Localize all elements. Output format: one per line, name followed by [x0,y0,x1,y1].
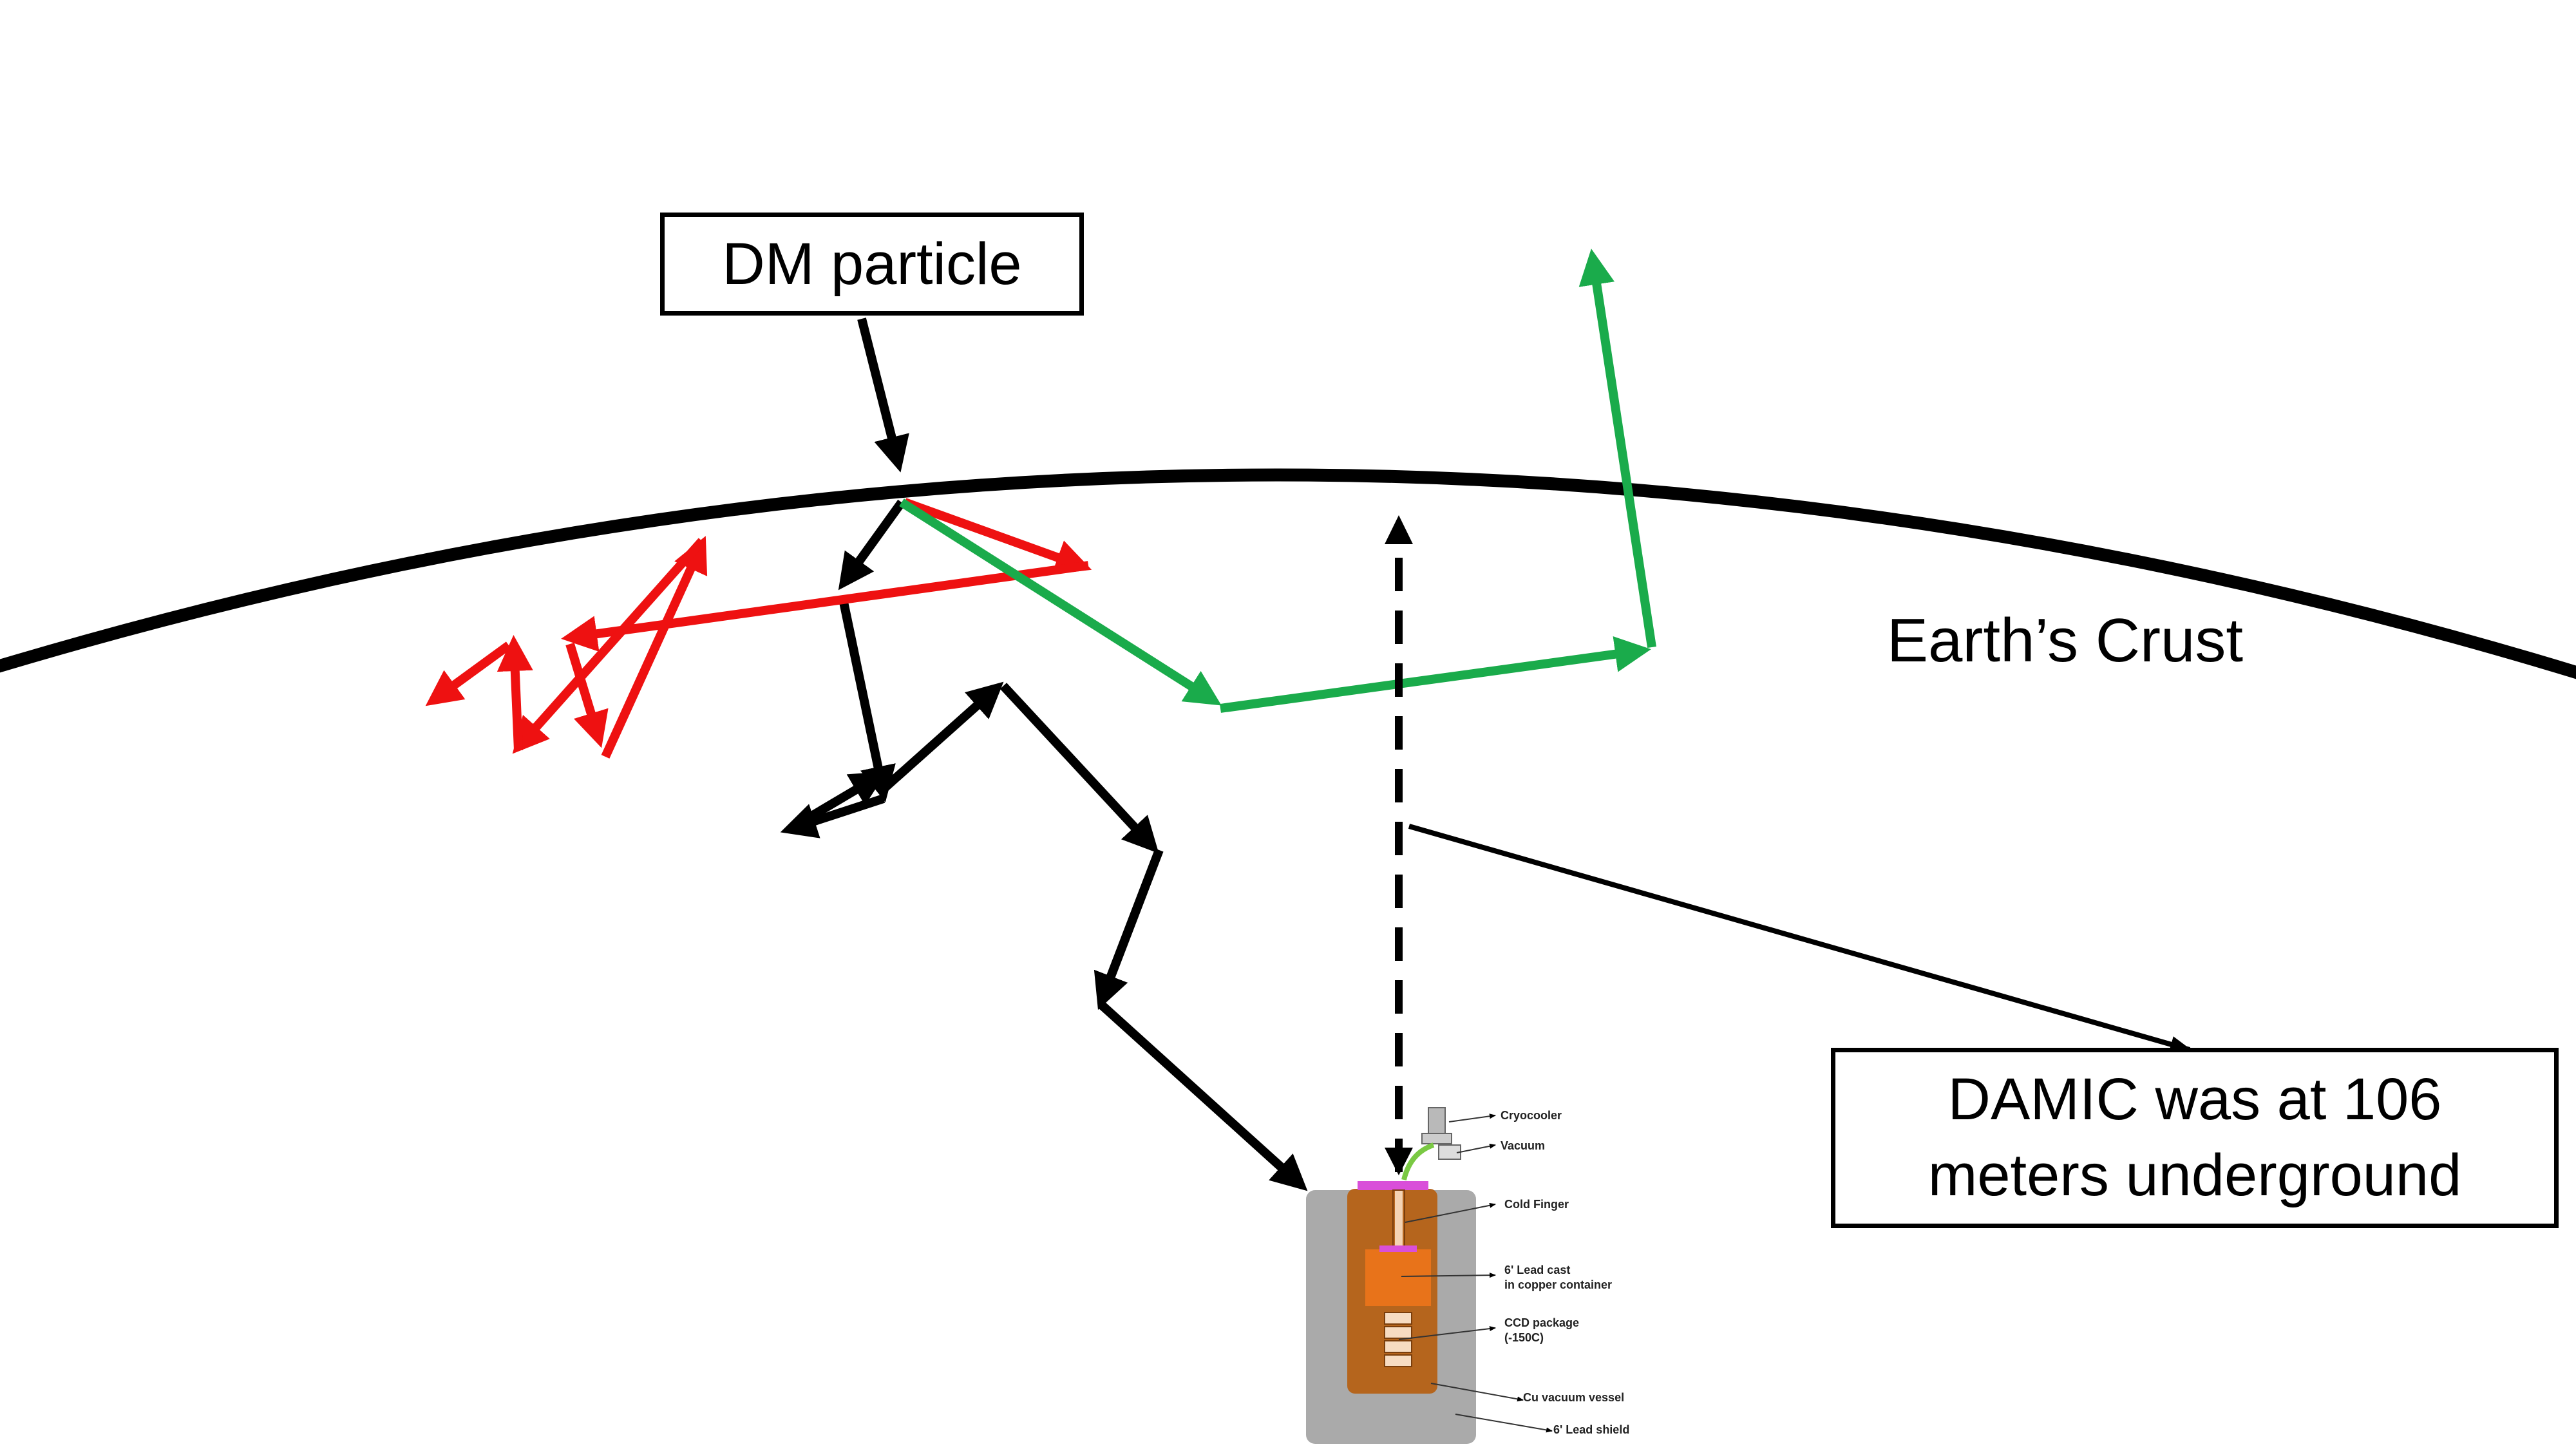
lead-cast-top-flange [1379,1245,1417,1252]
dm-particle-label: DM particle [660,213,1084,316]
damic-detector: Cryocooler Vacuum Cold Finger 6' Lead ca… [1306,1107,1629,1444]
label-vacuum: Vacuum [1501,1139,1545,1152]
label-ccd-temp: (-150C) [1504,1331,1544,1344]
dm-particle-text: DM particle [722,231,1022,297]
label-cryocooler: Cryocooler [1501,1109,1562,1122]
lead-cast [1365,1249,1431,1306]
ccd-package [1384,1312,1412,1367]
label-lead-shield: 6' Lead shield [1553,1423,1629,1436]
label-cold-finger: Cold Finger [1504,1198,1569,1211]
depth-arrowhead-top [1385,515,1413,544]
earth-crust-label: Earth’s Crust [1887,606,2244,675]
label-lead-cast: 6' Lead cast [1504,1264,1570,1276]
black-scatter-path [780,499,1308,1191]
damic-line-2: meters underground [1927,1142,2462,1208]
depth-arrowhead-bottom [1385,1148,1413,1175]
vessel-top-flange [1358,1181,1428,1190]
label-ccd-package: CCD package [1504,1316,1579,1329]
label-cu-vacuum-vessel: Cu vacuum vessel [1523,1391,1624,1404]
damic-line-1: DAMIC was at 106 [1947,1066,2442,1133]
green-scatter-path [899,249,1656,713]
damic-depth-label: DAMIC was at 106 meters underground [1831,1048,2559,1228]
earth-crust-curve [0,468,2576,679]
dm-incoming-arrow [857,317,909,473]
red-scatter-path [425,498,1092,759]
damic-pointer-line [1408,824,2192,1053]
cryocooler-assembly [1401,1107,1461,1181]
label-copper-container: in copper container [1504,1278,1612,1291]
